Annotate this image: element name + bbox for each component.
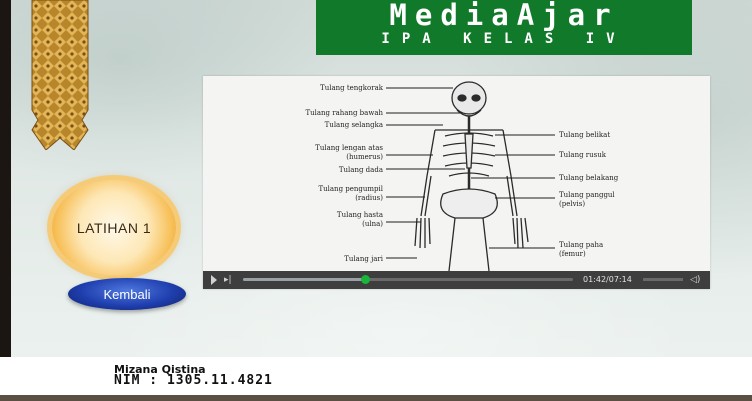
- skeleton-diagram: Tulang tengkorak Tulang rahang bawah Tul…: [203, 76, 710, 271]
- skip-icon[interactable]: ▸|: [224, 274, 232, 286]
- label-tulang-lengan-atas: Tulang lengan atas: [315, 144, 383, 152]
- label-tulang-rusuk: Tulang rusuk: [559, 151, 607, 159]
- volume-slider[interactable]: [643, 278, 683, 281]
- kembali-label: Kembali: [104, 287, 151, 302]
- seek-progress: [243, 278, 365, 281]
- label-tulang-pengumpil: Tulang pengumpil: [318, 185, 383, 193]
- seek-bar[interactable]: [243, 278, 573, 281]
- label-humerus: (humerus): [346, 153, 383, 161]
- seek-knob[interactable]: [361, 275, 370, 284]
- label-tulang-rahang-bawah: Tulang rahang bawah: [305, 109, 383, 117]
- footer-bar: [0, 357, 752, 395]
- play-icon[interactable]: [211, 275, 217, 285]
- player-controls: ▸| 01:42/07:14 ◁): [203, 271, 710, 289]
- video-player[interactable]: Tulang tengkorak Tulang rahang bawah Tul…: [203, 76, 710, 289]
- skeleton-figure: [415, 82, 528, 271]
- label-tulang-hasta: Tulang hasta: [337, 211, 383, 219]
- label-tulang-selangka: Tulang selangka: [325, 121, 383, 129]
- app-subtitle: IPA KELAS IV: [316, 31, 692, 47]
- time-readout: 01:42/07:14: [583, 274, 632, 286]
- volume-icon[interactable]: ◁): [690, 274, 700, 286]
- label-tulang-belakang: Tulang belakang: [559, 174, 619, 182]
- latihan-label: LATIHAN 1: [77, 220, 151, 236]
- label-tulang-paha: Tulang paha: [559, 241, 603, 249]
- label-tulang-panggul: Tulang panggul: [559, 191, 615, 199]
- label-ulna: (ulna): [362, 220, 383, 228]
- label-pelvis: (pelvis): [559, 200, 585, 208]
- label-tulang-tengkorak: Tulang tengkorak: [320, 84, 384, 92]
- latihan-button[interactable]: LATIHAN 1: [52, 180, 176, 275]
- label-radius: (radius): [355, 194, 383, 202]
- title-banner: MediaAjar IPA KELAS IV: [316, 0, 692, 55]
- label-tulang-dada: Tulang dada: [339, 166, 383, 174]
- label-tulang-belikat: Tulang belikat: [559, 131, 610, 139]
- student-id: NIM : 1305.11.4821: [114, 374, 273, 388]
- label-femur: (femur): [559, 250, 586, 258]
- songket-ornament: [30, 0, 90, 150]
- left-edge-strip: [0, 0, 11, 401]
- label-tulang-jari: Tulang jari: [344, 255, 383, 263]
- app-title: MediaAjar: [316, 0, 692, 30]
- footer-border: [0, 395, 752, 401]
- kembali-button[interactable]: Kembali: [68, 278, 186, 310]
